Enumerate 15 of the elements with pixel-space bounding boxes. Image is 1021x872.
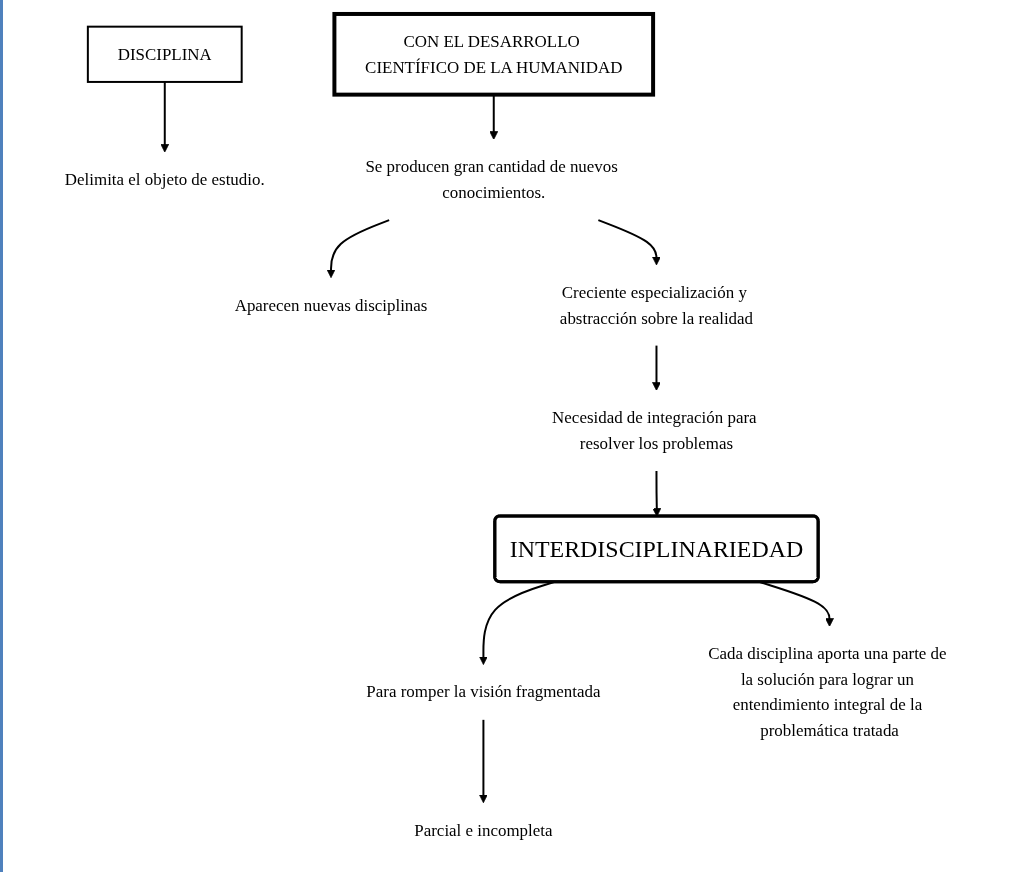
node-text: Delimita el objeto de estudio. <box>64 170 265 189</box>
node-box: CON EL DESARROLLO CIENTÍFICO DE LA HUMANIDAD <box>332 12 656 97</box>
arrow <box>652 344 661 391</box>
node-text: Aparecen nuevas disciplinas <box>234 295 428 315</box>
arrow <box>160 80 170 153</box>
node-text: Cada disciplina aporta una parte de la solución para lograr un entendimiento integral de la problemática tratada <box>708 644 947 740</box>
node-text: Parcial e incompleta <box>414 820 553 840</box>
node-text: Creciente especialización y abstracción sobre la realidad <box>559 282 754 328</box>
arrow <box>597 219 661 266</box>
node-text: Se producen gran cantidad de nuevos conocimientos. <box>365 157 618 202</box>
node-text: Necesidad de integración para resolver los problemas <box>552 408 757 453</box>
node-text: Para romper la visión fragmentada <box>366 682 601 702</box>
arrow <box>326 219 391 279</box>
node-box: DISCIPLINA <box>86 25 243 83</box>
arrow <box>479 718 488 804</box>
